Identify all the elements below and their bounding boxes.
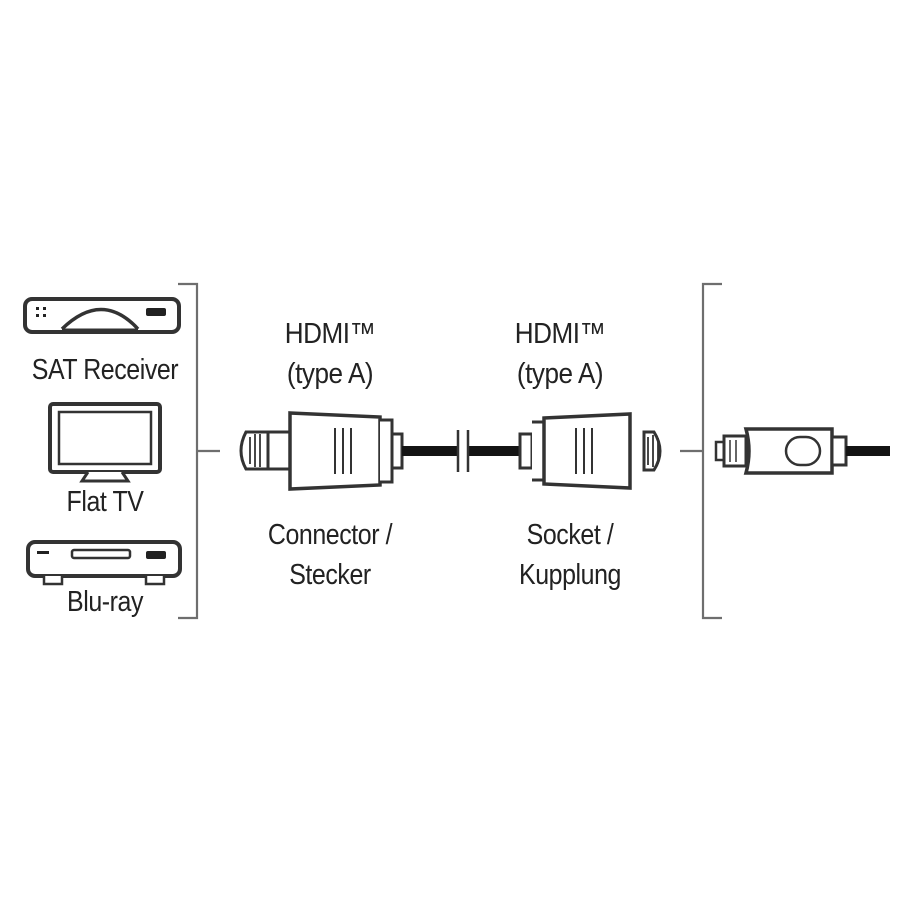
socket-caption-line2: Kupplung (519, 559, 621, 591)
right-bracket (680, 282, 722, 620)
bluray-label: Blu-ray (66, 586, 143, 618)
flat-tv-icon (48, 402, 162, 483)
right-plug-icon (714, 427, 848, 475)
connector-header-line1: HDMI™ (284, 318, 376, 350)
socket-header-line2: (type A) (516, 358, 604, 390)
sat-receiver-icon (23, 297, 181, 334)
connector-caption-line2: Stecker (289, 559, 371, 591)
hdmi-socket-coupler-icon (518, 412, 662, 490)
left-bracket (178, 282, 220, 620)
bluray-player-icon (26, 540, 182, 586)
connector-caption-line1: Connector / (267, 519, 393, 551)
right-cable (846, 446, 890, 456)
hdmi-connector-plug-icon (239, 411, 404, 491)
socket-caption-line1: Socket / (526, 519, 614, 551)
socket-header-line1: HDMI™ (514, 318, 606, 350)
hdmi-cable (402, 430, 520, 472)
flat-tv-label: Flat TV (66, 486, 144, 518)
connector-header-line2: (type A) (286, 358, 374, 390)
sat-receiver-label: SAT Receiver (31, 354, 179, 386)
